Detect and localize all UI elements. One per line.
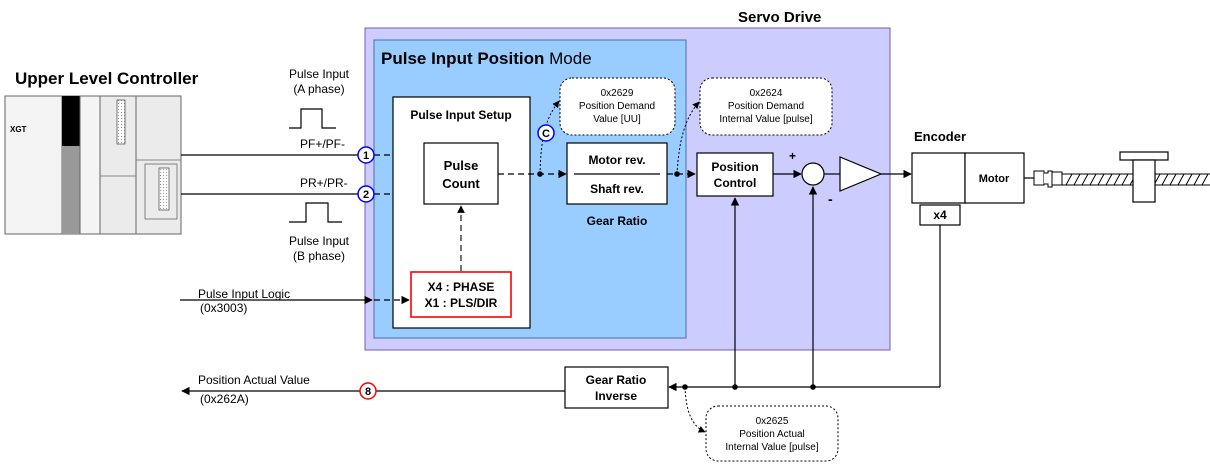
- svg-text:C: C: [542, 128, 550, 140]
- gri-line2: Inverse: [595, 389, 637, 403]
- plc-controller: XGT: [4, 95, 182, 235]
- svg-text:8: 8: [365, 386, 371, 398]
- gri-line1: Gear Ratio: [586, 373, 647, 387]
- pulse-input-a-line1: Pulse Input: [289, 67, 350, 81]
- pav-line1: Position Actual Value: [198, 373, 310, 387]
- sum-minus: -: [828, 191, 833, 207]
- upper-controller-title: Upper Level Controller: [15, 69, 199, 88]
- marker-2: 2: [357, 185, 375, 203]
- motor-label: Motor: [979, 173, 1010, 185]
- phase-select-box: X4 : PHASE X1 : PLS/DIR: [410, 271, 512, 318]
- callout-2629-line2: Value [UU]: [593, 114, 641, 125]
- svg-text:2: 2: [363, 189, 369, 201]
- pf-label: PF+/PF-: [300, 137, 345, 151]
- sum-plus: +: [789, 149, 796, 163]
- pulse-b-waveform: [289, 202, 342, 223]
- gear-ratio-box: Motor rev. Shaft rev.: [566, 142, 668, 205]
- mode-title: Pulse Input Position Mode: [381, 49, 592, 68]
- amplifier-triangle: [839, 156, 883, 192]
- callout-2625-code: 0x2625: [756, 416, 789, 427]
- mode-title-bold: Pulse Input Position: [381, 49, 544, 68]
- pulse-count-line2: Count: [442, 176, 480, 191]
- pulse-input-b-line2: (B phase): [293, 249, 345, 263]
- callout-2624-line1: Position Demand: [728, 101, 804, 112]
- callout-2629-line1: Position Demand: [579, 101, 655, 112]
- marker-1: 1: [357, 146, 375, 164]
- plc-label: XGT: [10, 125, 27, 134]
- shaft-rev-label: Shaft rev.: [590, 182, 644, 196]
- motor-rev-label: Motor rev.: [588, 153, 645, 167]
- encoder-label: Encoder: [914, 129, 966, 144]
- x4-label: x4: [933, 208, 947, 222]
- callout-2625-line1: Position Actual: [739, 429, 805, 440]
- gear-ratio-label: Gear Ratio: [587, 214, 648, 228]
- ball-screw: [1024, 151, 1210, 203]
- pr-label: PR+/PR-: [300, 176, 348, 190]
- callout-2624: 0x2624 Position Demand Internal Value [p…: [699, 77, 833, 136]
- callout-2625-line2: Internal Value [pulse]: [725, 442, 818, 453]
- pulse-count-box: Pulse Count: [423, 142, 499, 205]
- pulse-count-line1: Pulse: [444, 158, 479, 173]
- callout-2629-code: 0x2629: [601, 88, 634, 99]
- marker-8: 8: [359, 382, 377, 400]
- position-control-line2: Control: [714, 176, 757, 190]
- phase-line2: X1 : PLS/DIR: [425, 296, 498, 310]
- pulse-input-b-line1: Pulse Input: [289, 234, 350, 248]
- to-2624-link: [676, 101, 700, 175]
- pav-line2: (0x262A): [200, 392, 249, 406]
- x4-box: x4: [919, 204, 961, 226]
- gear-ratio-inverse-box: Gear Ratio Inverse: [564, 366, 669, 409]
- callout-2629: 0x2629 Position Demand Value [UU]: [559, 77, 676, 136]
- mode-title-rest: Mode: [544, 49, 591, 68]
- callout-2625: 0x2625 Position Actual Internal Value [p…: [705, 405, 839, 462]
- servo-drive-title: Servo Drive: [738, 9, 821, 26]
- svg-text:1: 1: [363, 150, 369, 162]
- summing-junction: [801, 162, 825, 186]
- to-2625-link: [684, 386, 706, 433]
- pulse-a-waveform: [289, 108, 336, 129]
- encoder-motor-block: Motor: [911, 152, 1025, 204]
- position-control-box: Position Control: [696, 152, 774, 197]
- marker-c: C: [537, 124, 555, 142]
- pulse-input-logic-line1: Pulse Input Logic: [198, 287, 290, 301]
- position-control-line1: Position: [711, 160, 758, 174]
- callout-2624-line2: Internal Value [pulse]: [719, 114, 812, 125]
- callout-2624-code: 0x2624: [750, 88, 783, 99]
- phase-line1: X4 : PHASE: [428, 280, 495, 294]
- pulse-input-a-line2: (A phase): [293, 82, 344, 96]
- pulse-input-setup-label: Pulse Input Setup: [410, 108, 511, 122]
- pulse-input-logic-line2: (0x3003): [200, 301, 247, 315]
